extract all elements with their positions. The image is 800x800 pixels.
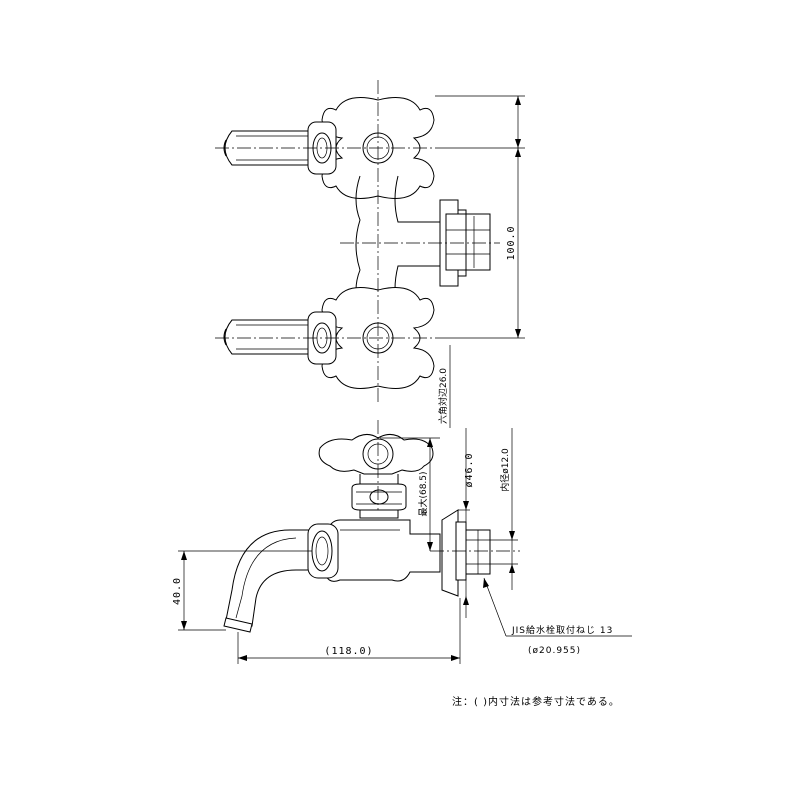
dim-hex-across-label: 六角対辺26.0 bbox=[437, 368, 449, 424]
thread-callout-line1: JIS給水栓取付ねじ 13 bbox=[511, 624, 613, 636]
dim-max-height: 最大(68.5) bbox=[380, 437, 440, 551]
body-top bbox=[355, 175, 491, 311]
top-view: 100.0 bbox=[215, 80, 525, 428]
dim-height-top: 100.0 bbox=[435, 95, 525, 339]
dim-spout-drop: 40.0 bbox=[172, 550, 312, 631]
dim-height-top-label: 100.0 bbox=[506, 225, 517, 260]
dim-max-height-label: 最大(68.5) bbox=[417, 471, 429, 516]
dim-hex-across: 六角対辺26.0 bbox=[437, 368, 449, 424]
dim-inner-diameter-label: 内径ø12.0 bbox=[499, 448, 511, 492]
dim-spout-drop-label: 40.0 bbox=[172, 577, 183, 605]
side-body bbox=[325, 519, 441, 582]
dim-inner-diameter: 内径ø12.0 bbox=[490, 428, 518, 590]
side-cap-nut bbox=[351, 483, 407, 519]
dim-overall-length: (118.0) bbox=[237, 598, 461, 664]
lower-spout bbox=[223, 319, 313, 355]
side-flange bbox=[441, 509, 491, 597]
dim-overall-length-label: (118.0) bbox=[324, 646, 373, 657]
thread-callout: JIS給水栓取付ねじ 13 (ø20.955) bbox=[483, 577, 632, 656]
thread-callout-line2: (ø20.955) bbox=[528, 646, 581, 656]
dim-diameter-46-label: ø46.0 bbox=[464, 452, 475, 487]
reference-note: 注：( )内寸法は参考寸法である。 bbox=[452, 695, 620, 708]
side-handle bbox=[318, 434, 434, 487]
upper-spout bbox=[223, 130, 313, 166]
side-view: 最大(68.5) 六角対辺26.0 ø46.0 内径ø12.0 bbox=[172, 368, 632, 664]
dim-diameter-46: ø46.0 bbox=[458, 428, 475, 618]
side-spout bbox=[223, 523, 339, 633]
